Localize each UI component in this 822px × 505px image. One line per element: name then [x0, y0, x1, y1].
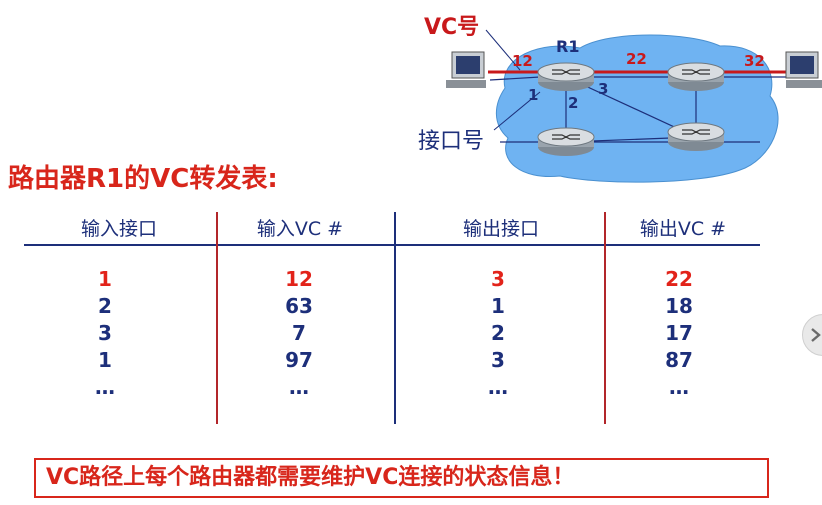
table-cell: 1	[98, 267, 112, 291]
table-cell: 3	[98, 321, 112, 345]
table-cell: 97	[285, 348, 313, 372]
column-input-interface: 1 2 3 1 …	[40, 266, 170, 401]
header-output-vc: 输出VC #	[639, 218, 727, 240]
table-cell: 3	[491, 267, 505, 291]
column-divider-3	[604, 212, 606, 424]
router-bottom-left	[537, 127, 595, 156]
table-cell: …	[289, 375, 309, 399]
router-r1	[537, 62, 595, 91]
link-vc-middle-label: 22	[626, 50, 647, 68]
table-cell: …	[669, 375, 689, 399]
table-title: 路由器R1的VC转发表:	[8, 164, 278, 194]
column-divider-1	[216, 212, 218, 424]
header-input-interface: 输入接口	[80, 218, 157, 240]
table-cell: 3	[491, 348, 505, 372]
router-bottom-right	[667, 122, 725, 151]
table-cell: 18	[665, 294, 693, 318]
port-3-label: 3	[598, 80, 608, 98]
header-output-interface: 输出接口	[462, 218, 539, 240]
column-output-vc: 22 18 17 87 …	[614, 266, 744, 401]
table-cell: 2	[491, 321, 505, 345]
host-computer-right-icon	[785, 51, 822, 88]
router-top-right	[667, 62, 725, 91]
network-diagram: VC号 接口号 R1 12 22 32 1 2 3	[418, 15, 822, 183]
link-vc-right-label: 32	[744, 52, 765, 70]
table-cell: 1	[98, 348, 112, 372]
next-slide-button[interactable]	[802, 314, 822, 356]
port-1-label: 1	[528, 86, 538, 104]
router-name-label: R1	[556, 37, 579, 56]
header-input-vc: 输入VC #	[256, 218, 344, 240]
table-cell: 63	[285, 294, 313, 318]
interface-label: 接口号	[418, 129, 484, 154]
link-vc-left-label: 12	[512, 52, 533, 70]
conclusion-banner: VC路径上每个路由器都需要维护VC连接的状态信息！	[34, 458, 769, 498]
host-computer-left-icon	[446, 51, 486, 88]
vc-label-pointer	[485, 29, 521, 71]
table-cell: 12	[285, 267, 313, 291]
column-output-interface: 3 1 2 3 …	[433, 266, 563, 401]
table-cell: 22	[665, 267, 693, 291]
column-input-vc: 12 63 7 97 …	[234, 266, 364, 401]
interface-label-pointer	[493, 91, 541, 131]
table-cell: 7	[292, 321, 306, 345]
column-divider-2	[394, 212, 396, 424]
table-cell: 1	[491, 294, 505, 318]
header-divider	[24, 244, 760, 246]
vc-label: VC号	[424, 15, 479, 40]
port-2-label: 2	[568, 94, 578, 112]
chevron-right-icon	[811, 328, 821, 342]
vc-forwarding-table: 输入接口 输入VC # 输出接口 输出VC # 1 2 3 1 … 12 63 …	[24, 210, 764, 430]
table-cell: …	[95, 375, 115, 399]
table-cell: …	[488, 375, 508, 399]
table-cell: 87	[665, 348, 693, 372]
table-cell: 2	[98, 294, 112, 318]
table-cell: 17	[665, 321, 693, 345]
